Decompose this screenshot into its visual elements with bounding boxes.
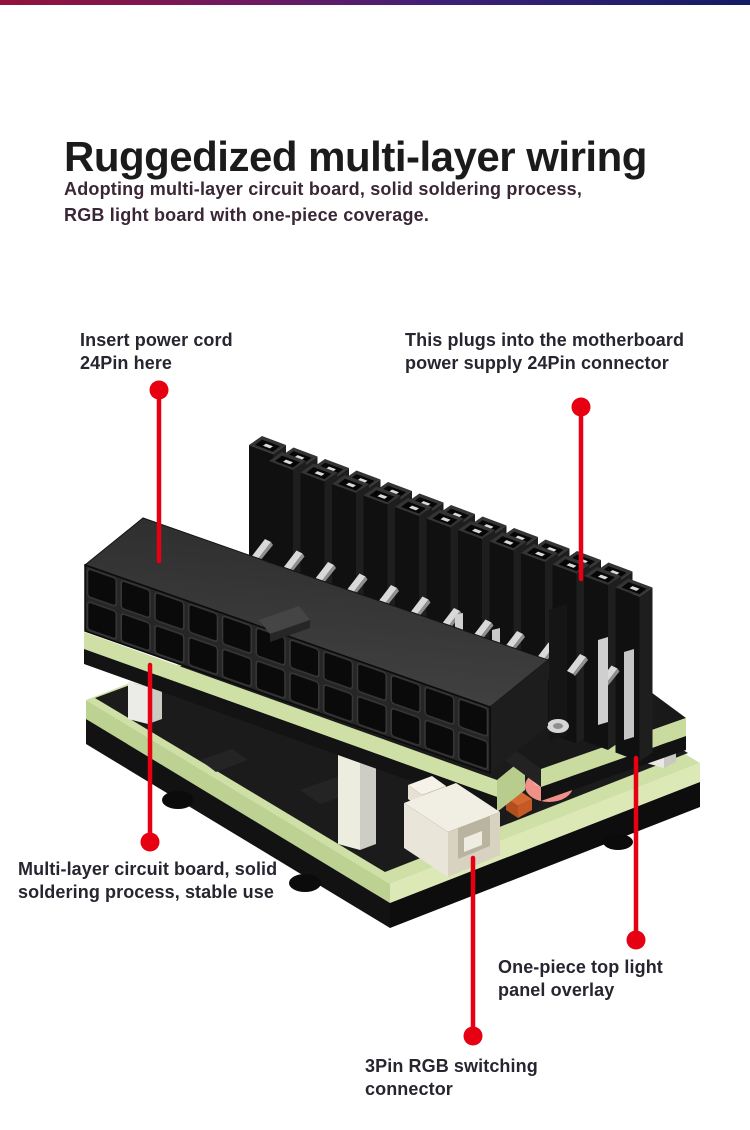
callout-motherboard-connector: This plugs into the motherboard power su… — [405, 330, 685, 373]
callout-dot-multilayer — [140, 832, 160, 852]
subtitle-line-2: RGB light board with one-piece coverage. — [64, 205, 430, 225]
callout-rgb-connector: 3Pin RGB switching connector — [365, 1056, 538, 1099]
callout-multilayer-board: Multi-layer circuit board, solid solderi… — [18, 859, 278, 902]
standoff-center — [338, 753, 376, 850]
callout-dot-light-panel — [626, 930, 646, 950]
atx-24pin-connector — [83, 517, 550, 775]
callout-insert-power-cord: Insert power cord 24Pin here — [80, 330, 233, 373]
latch-clip — [259, 606, 310, 642]
rgb-3pin-connector — [404, 776, 500, 877]
callout-dot-motherboard — [571, 397, 591, 417]
page-title: Ruggedized multi-layer wiring — [64, 133, 647, 181]
callout-dot-insert-power — [149, 380, 169, 400]
callout-annotations — [140, 380, 646, 1046]
callout-light-panel: One-piece top light panel overlay — [498, 957, 663, 1000]
page-subtitle: Adopting multi-layer circuit board, soli… — [64, 176, 704, 228]
top-gradient-bar — [0, 0, 750, 5]
callout-dot-rgb — [463, 1026, 483, 1046]
subtitle-line-1: Adopting multi-layer circuit board, soli… — [64, 179, 583, 199]
